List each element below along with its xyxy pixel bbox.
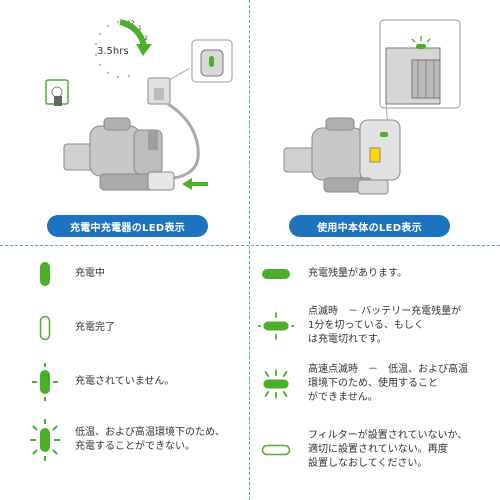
in-use-illustration	[262, 8, 472, 208]
list-item: フィルターが設置されていないか、 適切に設置されていない。再度 設置しなおしてく…	[258, 428, 467, 472]
led-fastblink-vertical-icon	[27, 418, 63, 462]
clock-number-2: 2	[144, 35, 148, 42]
charger-led-section-title: 充電中充電器のLED表示	[47, 215, 208, 237]
clock-number-1: 1	[138, 25, 142, 32]
clock-arrow-icon	[119, 19, 147, 47]
led-solid-vertical-icon	[27, 252, 63, 296]
led-blink-vertical-icon	[27, 360, 63, 404]
vertical-divider	[249, 0, 250, 500]
charging-illustration: 12 1 2 3 3.5hrs	[30, 8, 240, 208]
charge-time-label: 3.5hrs	[97, 46, 129, 57]
list-item: 低温、および高温環境下のため、 充電することができない。	[27, 418, 225, 462]
list-item: 充電中	[27, 252, 105, 296]
led-blink-horizontal-icon	[258, 304, 294, 348]
list-item: 充電残量があります。	[258, 252, 407, 296]
led-outline-horizontal-icon	[258, 428, 294, 472]
list-item: 充電されていません。	[27, 360, 174, 404]
led-status-text: 充電中	[75, 268, 105, 279]
led-outline-vertical-icon	[27, 306, 63, 350]
list-item: 高速点滅時 － 低温、および高温 環境下のため、使用すること ができません。	[258, 362, 468, 406]
led-status-text: 点滅時 － バッテリー充電残量が 1分を切っている、もしく は充電切れです。	[308, 306, 462, 345]
plug-icon	[45, 79, 69, 106]
horizontal-divider	[0, 245, 500, 246]
led-status-text: フィルターが設置されていないか、 適切に設置されていない。再度 設置しなおしてく…	[308, 430, 468, 469]
led-status-text: 充電されていません。	[75, 376, 175, 387]
led-solid-horizontal-icon	[258, 252, 294, 296]
led-status-text: 充電残量があります。	[308, 268, 407, 279]
list-item: 点滅時 － バッテリー充電残量が 1分を切っている、もしく は充電切れです。	[258, 304, 461, 348]
led-fastblink-horizontal-icon	[258, 362, 294, 406]
body-led-section-title: 使用中本体のLED表示	[289, 215, 450, 237]
led-status-text: 高速点滅時 － 低温、および高温 環境下のため、使用すること ができません。	[308, 364, 468, 403]
list-item: 充電完了	[27, 306, 115, 350]
led-status-text: 充電完了	[75, 322, 115, 333]
clock-dial	[94, 20, 131, 79]
led-status-text: 低温、および高温環境下のため、 充電することができない。	[75, 427, 225, 452]
